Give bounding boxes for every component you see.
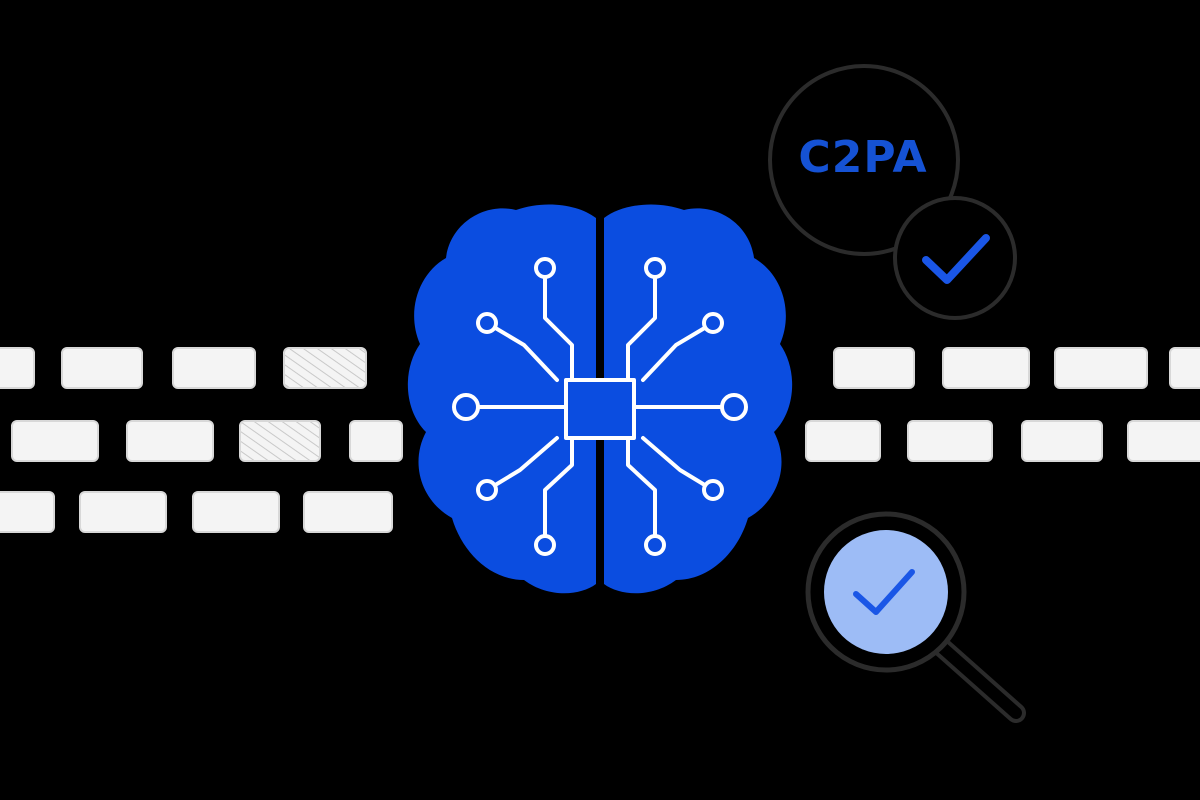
data-block (805, 420, 881, 462)
data-block (303, 491, 393, 533)
data-block (61, 347, 143, 389)
data-block (11, 420, 99, 462)
data-block (907, 420, 993, 462)
c2pa-ring (768, 64, 960, 256)
brain-circuit-icon (407, 204, 793, 594)
data-block (192, 491, 280, 533)
circuit-lines (464, 266, 736, 547)
circuit-nodes (452, 257, 748, 556)
data-block (126, 420, 214, 462)
data-block-hatched (239, 420, 321, 462)
data-block (942, 347, 1030, 389)
right-data-blocks (805, 347, 1200, 462)
data-block (1127, 420, 1200, 462)
magnifier-glass (824, 530, 948, 654)
check-icon (853, 569, 915, 615)
data-block (79, 491, 167, 533)
data-block (172, 347, 256, 389)
data-block (0, 491, 55, 533)
c2pa-label: C2PA (798, 132, 928, 183)
data-block-hatched (283, 347, 367, 389)
brain-right-hemisphere (604, 204, 793, 594)
check-icon (922, 234, 990, 284)
c2pa-badge (768, 64, 1017, 320)
data-block (1021, 420, 1103, 462)
chip (564, 378, 636, 440)
data-block (349, 420, 403, 462)
magnifier-check-icon (805, 511, 1026, 723)
left-data-blocks (0, 347, 403, 533)
data-block (0, 347, 35, 389)
data-block (1054, 347, 1148, 389)
check-badge (893, 196, 1017, 320)
data-block (1169, 347, 1200, 389)
brain-left-hemisphere (407, 204, 596, 594)
data-block (833, 347, 915, 389)
